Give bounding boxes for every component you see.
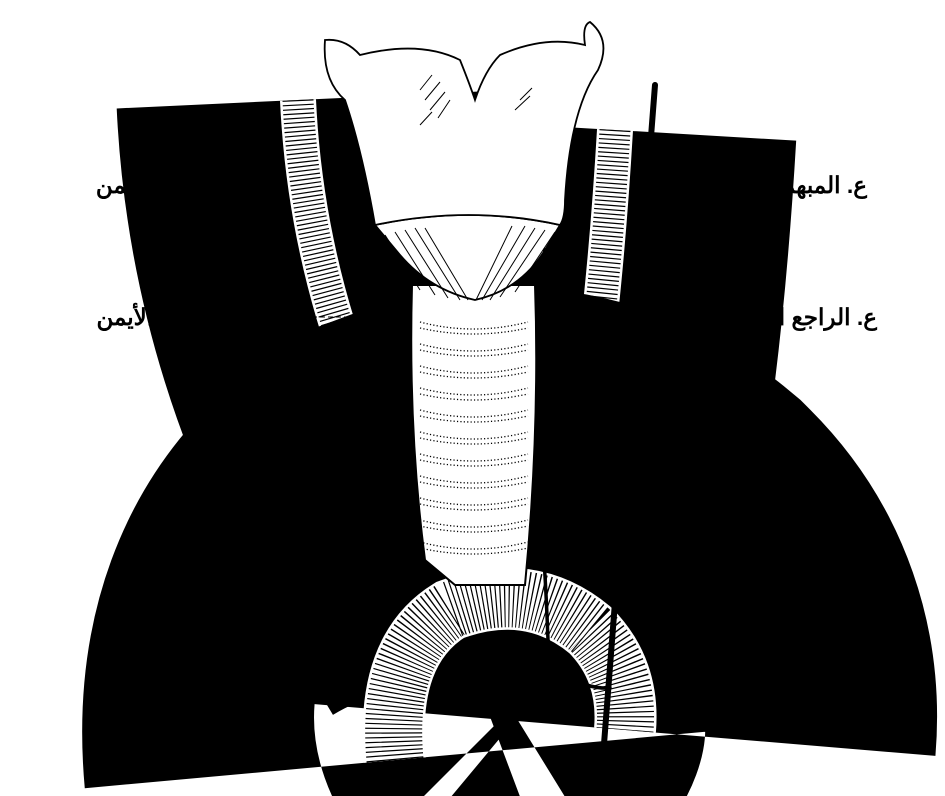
label-right-subclavian-1: الشريان تحت [117, 585, 245, 611]
left-recurrent-nerve [538, 248, 547, 512]
aortic-arch [82, 287, 937, 796]
label-right-subclavian-2: الترقوة الأيمن [113, 617, 245, 643]
left-vagus-nerve [599, 82, 658, 773]
thyroid-cartilage [323, 20, 605, 301]
label-right-recurrent: ع. الراجع الأيمن [96, 304, 245, 330]
trachea [410, 284, 538, 586]
label-left-vagus: ع. المبهم الأيسر [715, 172, 867, 198]
label-aortic-arch: قوس الأبهر [753, 667, 860, 693]
label-right-vagus: ع. المبهم الأيمن [95, 172, 245, 198]
nerves [272, 82, 658, 773]
left-recurrent-loop [538, 508, 612, 690]
label-left-recurrent: ع. الراجع الأيسر [726, 304, 877, 330]
right-vagus-nerve [272, 102, 328, 643]
right-recurrent-nerve [319, 283, 407, 588]
